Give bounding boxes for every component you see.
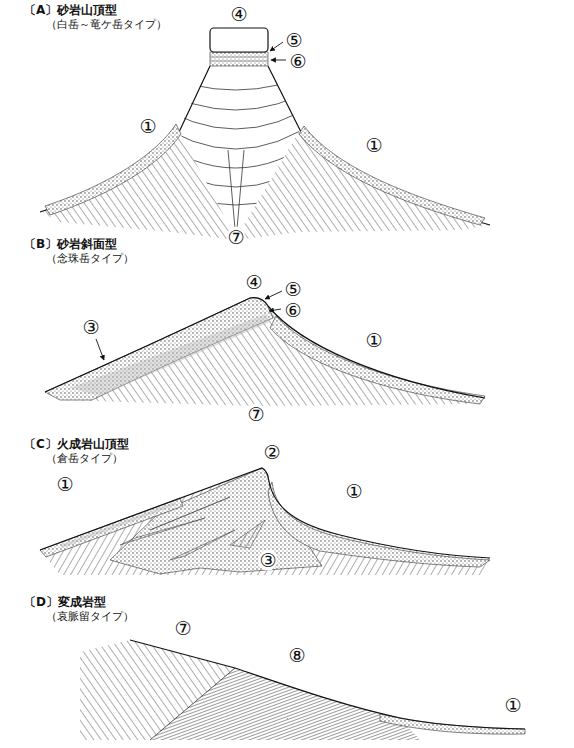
section-title: 〔B〕砂岩斜面型 xyxy=(22,238,119,251)
callout-number: ⑦ xyxy=(173,618,192,639)
section-a xyxy=(40,28,490,240)
callout-number: ② xyxy=(262,442,281,463)
callout-number: ⑦ xyxy=(226,227,245,248)
callout-number: ⑦ xyxy=(246,404,265,425)
callout-number: ③ xyxy=(81,317,100,338)
section-b xyxy=(45,291,485,406)
callout-number: ① xyxy=(55,474,74,495)
callout-number: ⑤ xyxy=(284,30,303,51)
section-subtitle: （白岳～竜ケ岳タイプ） xyxy=(44,19,169,31)
callout-number: ⑥ xyxy=(283,300,302,321)
callout-number: ① xyxy=(364,135,383,156)
section-subtitle: （倉岳タイプ） xyxy=(44,453,125,465)
section-subtitle: （念珠岳タイプ） xyxy=(44,253,136,265)
section-d xyxy=(80,640,525,740)
callout-number: ④ xyxy=(244,272,263,293)
callout-number: ① xyxy=(503,695,522,716)
callout-number: ⑧ xyxy=(287,645,306,666)
section-title: 〔A〕砂岩山頂型 xyxy=(22,4,119,17)
callout-number: ⑥ xyxy=(288,51,307,72)
section-subtitle: （哀脈留タイプ） xyxy=(44,611,136,623)
callout-number: ③ xyxy=(258,550,277,571)
callout-number: ④ xyxy=(229,4,248,25)
section-title: 〔C〕火成岩山頂型 xyxy=(22,438,131,451)
section-c xyxy=(40,468,490,575)
section-title: 〔D〕変成岩型 xyxy=(22,596,108,609)
callout-number: ① xyxy=(138,116,157,137)
callout-number: ① xyxy=(344,481,363,502)
callout-number: ① xyxy=(364,330,383,351)
callout-number: ⑤ xyxy=(283,279,302,300)
